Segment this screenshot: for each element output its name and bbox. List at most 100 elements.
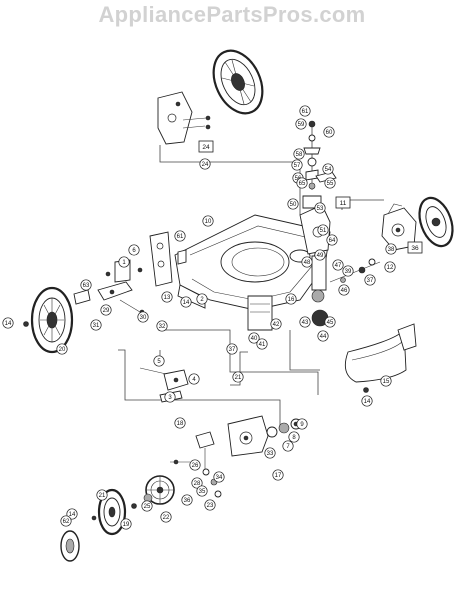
- part-callout-16: 14: [361, 395, 373, 407]
- part-callout-63: 61: [299, 105, 311, 117]
- part-callout-2: 2: [196, 293, 208, 305]
- callout-circle: [248, 332, 260, 344]
- watermark: AppliancePartsPros.com: [98, 2, 366, 27]
- callout-circle: [226, 343, 238, 355]
- part-callout-68: 65: [296, 177, 308, 189]
- part-callout-1: 1: [118, 256, 130, 268]
- callout-number: 8: [292, 435, 296, 441]
- callout-circle: [326, 234, 338, 246]
- callout-number: 55: [327, 181, 334, 187]
- part-callout-64: 61: [174, 230, 186, 242]
- callout-number: 16: [288, 297, 295, 303]
- callout-circle: [160, 511, 172, 523]
- callout-circle: [332, 259, 344, 271]
- drive-shaft-stack: [302, 120, 337, 209]
- callout-circle: [188, 373, 200, 385]
- callout-circle: [66, 508, 78, 520]
- part-callout-61: 59: [295, 118, 307, 130]
- callout-circle: [189, 459, 201, 471]
- callout-circle: [299, 105, 311, 117]
- callout-circle: [232, 371, 244, 383]
- left-height-bracket: [97, 231, 187, 315]
- callout-number: 65: [299, 181, 306, 187]
- callout-number: 34: [216, 475, 223, 481]
- part-callout-28: 25: [141, 500, 153, 512]
- callout-number: 15: [383, 379, 390, 385]
- callout-circle: [174, 230, 186, 242]
- callout-circle: [270, 318, 282, 330]
- part-callout-44: 41: [256, 338, 268, 350]
- part-callout-37: 35: [196, 485, 208, 497]
- part-callout-11: 12: [384, 261, 396, 273]
- callout-number: 20: [59, 347, 66, 353]
- part-callout-55: 53: [314, 202, 326, 214]
- callout-circle: [299, 316, 311, 328]
- callout-number: 54: [325, 167, 332, 173]
- callout-number: 59: [298, 122, 305, 128]
- callout-circle: [301, 256, 313, 268]
- part-callout-3: 3: [164, 391, 176, 403]
- callout-number: 9: [300, 422, 304, 428]
- callout-box: [198, 140, 214, 153]
- part-callout-42: 39: [342, 265, 354, 277]
- part-callout-32: 30: [137, 311, 149, 323]
- callout-circle: [338, 284, 350, 296]
- callout-box: [335, 196, 351, 209]
- callout-number: 38: [388, 247, 395, 253]
- callout-number: 21: [235, 375, 242, 381]
- callout-number: 53: [317, 206, 324, 212]
- callout-number: 62: [63, 519, 70, 525]
- callout-circle: [323, 126, 335, 138]
- callout-circle: [213, 471, 225, 483]
- part-callout-57: 55: [324, 177, 336, 189]
- part-callout-60: 58: [293, 148, 305, 160]
- callout-circle: [202, 215, 214, 227]
- boxed-callout-2: 11: [335, 196, 351, 209]
- callout-number: 41: [259, 342, 266, 348]
- callout-circle: [60, 515, 72, 527]
- rear-wheel-top: [212, 49, 264, 115]
- callout-number: 63: [83, 283, 90, 289]
- callout-circle: [196, 485, 208, 497]
- callout-number: 48: [304, 260, 311, 266]
- callout-number: 18: [177, 421, 184, 427]
- part-callout-51: 48: [301, 256, 313, 268]
- callout-circle: [118, 256, 130, 268]
- callout-number: 29: [103, 308, 110, 314]
- callout-number: 14: [5, 321, 12, 327]
- callout-circle: [288, 431, 300, 443]
- callout-box-number: 36: [411, 245, 419, 252]
- callout-circle: [364, 274, 376, 286]
- callout-circle: [174, 417, 186, 429]
- part-callout-52: 49: [314, 249, 326, 261]
- part-callout-67: 64: [326, 234, 338, 246]
- callout-number: 24: [202, 162, 209, 168]
- callout-number: 7: [286, 444, 290, 450]
- part-callout-40: 37: [226, 343, 238, 355]
- callout-circle: [285, 293, 297, 305]
- callout-circle: [196, 293, 208, 305]
- lower-drive-assembly: [170, 415, 302, 498]
- callout-circle: [361, 395, 373, 407]
- callout-circle: [287, 198, 299, 210]
- callout-number: 3: [168, 395, 172, 401]
- callout-circle: [156, 320, 168, 332]
- callout-number: 17: [275, 473, 282, 479]
- part-callout-62: 60: [323, 126, 335, 138]
- callout-circle: [191, 477, 203, 489]
- callout-number: 23: [207, 503, 214, 509]
- part-callout-8: 8: [288, 431, 300, 443]
- callout-circle: [314, 202, 326, 214]
- callout-circle: [342, 265, 354, 277]
- part-callout-43: 40: [248, 332, 260, 344]
- callout-circle: [90, 319, 102, 331]
- callout-circle: [137, 311, 149, 323]
- callout-circle: [296, 418, 308, 430]
- hub-cap: [60, 530, 80, 562]
- part-callout-5: 5: [153, 355, 165, 367]
- part-callout-66: 63: [80, 279, 92, 291]
- callout-circle: [293, 148, 305, 160]
- callout-box-number: 11: [340, 200, 347, 207]
- callout-circle: [322, 163, 334, 175]
- callout-circle: [181, 494, 193, 506]
